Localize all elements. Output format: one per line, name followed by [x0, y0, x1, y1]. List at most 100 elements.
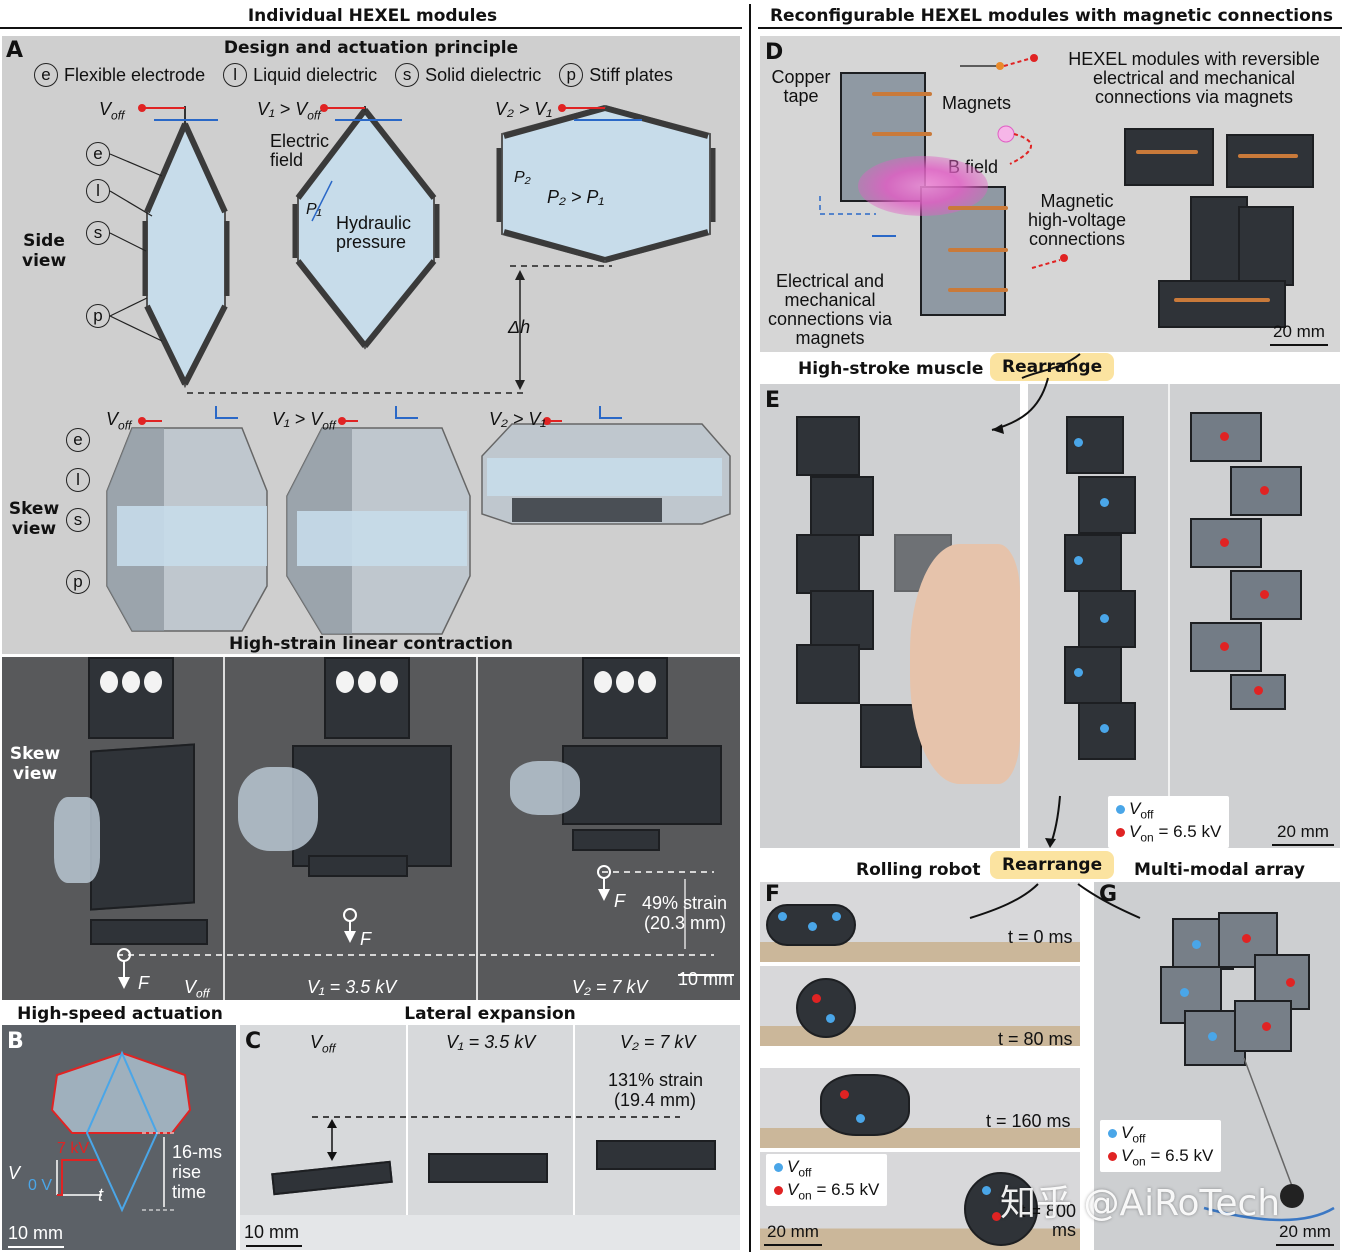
- panel-g-photo: G Voff Von = 6.5 kV 20 mm: [1094, 882, 1340, 1250]
- f-time-0: t = 0 ms: [1008, 927, 1073, 947]
- contraction-v-off: Voff: [184, 977, 210, 1000]
- contraction-overlay: [117, 865, 734, 989]
- d-photo-module-2: [1226, 134, 1314, 188]
- magnets-label: Magnets: [942, 93, 1012, 113]
- e-scale: 20 mm: [1272, 822, 1334, 846]
- panel-c-label: C: [245, 1029, 262, 1054]
- hexel-off-side: [138, 104, 230, 389]
- b-t-axis: t: [98, 1185, 104, 1205]
- side-view-label: Side view: [22, 231, 67, 271]
- hexel-frame-3: [562, 745, 722, 825]
- left-header: Individual HEXEL modules: [247, 6, 498, 26]
- side-view-diagram: [106, 104, 731, 635]
- rearrange-arrows: [969, 353, 1141, 919]
- c-scale: 10 mm: [244, 1222, 300, 1242]
- panel-g-title: Multi-modal array: [1134, 860, 1305, 880]
- e-legend-off: Voff: [1116, 799, 1221, 822]
- g-scale: 20 mm: [1276, 1222, 1334, 1246]
- c-v-off: Voff: [310, 1032, 336, 1056]
- skew-p: p: [66, 570, 90, 594]
- side-s: s: [86, 221, 110, 245]
- d-photo-module-1: [1124, 128, 1214, 186]
- reversible-label: HEXEL modules with reversible electrical…: [1068, 49, 1320, 107]
- b-rise-time: 16-ms rise time: [172, 1142, 223, 1202]
- panel-f-title: Rolling robot: [856, 860, 981, 880]
- b-7kv: 7 kV: [57, 1140, 90, 1157]
- hexel-v2-skew: [481, 406, 731, 525]
- contraction-scale: 10 mm: [678, 969, 734, 989]
- f-frame-3: [760, 1068, 1080, 1148]
- v2-skew: V₂ > V₁: [489, 409, 547, 429]
- side-l: l: [86, 179, 110, 203]
- f-time-800: t = 800 ms: [1020, 1201, 1076, 1240]
- hand: [910, 544, 1020, 784]
- v1-skew: V₁ > Voff: [272, 409, 336, 433]
- contraction-title: High-strain linear contraction: [228, 634, 514, 654]
- v-off-skew: Voff: [106, 409, 132, 433]
- contraction-v2: V₂ = 7 kV: [572, 977, 648, 997]
- d-scale: 20 mm: [1270, 322, 1328, 346]
- e-legend: Voff Von = 6.5 kV: [1108, 796, 1230, 848]
- d-photo-module-5: [1158, 280, 1286, 328]
- strain-label: 49% strain: [642, 893, 728, 913]
- p2-label: P₂: [514, 169, 531, 186]
- e-legend-on: Von = 6.5 kV: [1116, 822, 1221, 845]
- force-f-1: F: [138, 973, 149, 993]
- contraction-skew-view: Skew view: [9, 744, 61, 784]
- v-off-side: Voff: [99, 99, 125, 123]
- panel-a-title: Design and actuation principle: [223, 38, 519, 58]
- c-v1: V₁ = 3.5 kV: [446, 1032, 536, 1052]
- g-legend-off: Voff: [1108, 1123, 1213, 1146]
- b-scale: 10 mm: [8, 1223, 64, 1243]
- watermark: 知乎 @AiRoTech: [1000, 1183, 1281, 1224]
- rearrange-badge-1: Rearrange: [990, 353, 1115, 381]
- f-scale: 20 mm: [764, 1222, 822, 1246]
- v2-side: V₂ > V₁: [495, 99, 553, 119]
- force-f-2: F: [360, 929, 371, 949]
- p2-gt-p1-label: P₂ > P₁: [547, 187, 605, 207]
- f-legend-on: Von = 6.5 kV: [774, 1180, 879, 1203]
- contraction-v1: V₁ = 3.5 kV: [307, 977, 397, 997]
- elec-mech-label: Electrical and mechanical connections vi…: [767, 271, 893, 348]
- right-header-rule: [758, 27, 1342, 29]
- g-legend-on: Von = 6.5 kV: [1108, 1146, 1213, 1169]
- side-p: p: [86, 304, 110, 328]
- c-strain-mm: (19.4 mm): [614, 1090, 697, 1110]
- panel-b-photo: B 7 kV 0 V V t 16-ms rise time 10 mm: [2, 1025, 236, 1250]
- contraction-photos: Skew view F F F 49% strain (20.3 mm) Vof…: [2, 657, 740, 1000]
- hexel-v1-side: [292, 104, 440, 350]
- force-f-3: F: [614, 891, 625, 911]
- hexel-v2-side: [496, 104, 716, 264]
- hexel-off-skew: [106, 406, 268, 632]
- left-header-rule: [0, 27, 742, 29]
- clamp-3: [582, 657, 668, 739]
- p1-label: P₁: [306, 201, 322, 218]
- copper-tape-label: Copper tape: [771, 67, 831, 106]
- panel-e-label: E: [765, 388, 781, 413]
- b-0v: 0 V: [28, 1177, 53, 1194]
- electric-field-label: Electric field: [270, 131, 330, 170]
- column-divider: [749, 4, 751, 1252]
- f-time-160: t = 160 ms: [986, 1111, 1071, 1131]
- skew-e: e: [66, 428, 90, 452]
- side-e: e: [86, 142, 110, 166]
- panel-b-label: B: [7, 1029, 24, 1054]
- c-v2: V₂ = 7 kV: [620, 1032, 696, 1052]
- skew-l: l: [66, 468, 90, 492]
- panel-c-title: Lateral expansion: [404, 1004, 576, 1024]
- panel-f-label: F: [765, 882, 781, 907]
- panel-f-photos: F t = 0 ms t = 80 ms t = 160 ms t = 800 …: [760, 882, 1080, 1250]
- g-legend: Voff Von = 6.5 kV: [1100, 1120, 1222, 1172]
- magnetic-hv-label: Magnetic high-voltage connections: [1027, 191, 1127, 249]
- clamp-2: [324, 657, 410, 739]
- clamp-1: [88, 657, 174, 739]
- panel-e-title: High-stroke muscle: [798, 359, 984, 379]
- b-v-axis: V: [8, 1163, 21, 1183]
- delta-h-label: Δh: [508, 317, 531, 337]
